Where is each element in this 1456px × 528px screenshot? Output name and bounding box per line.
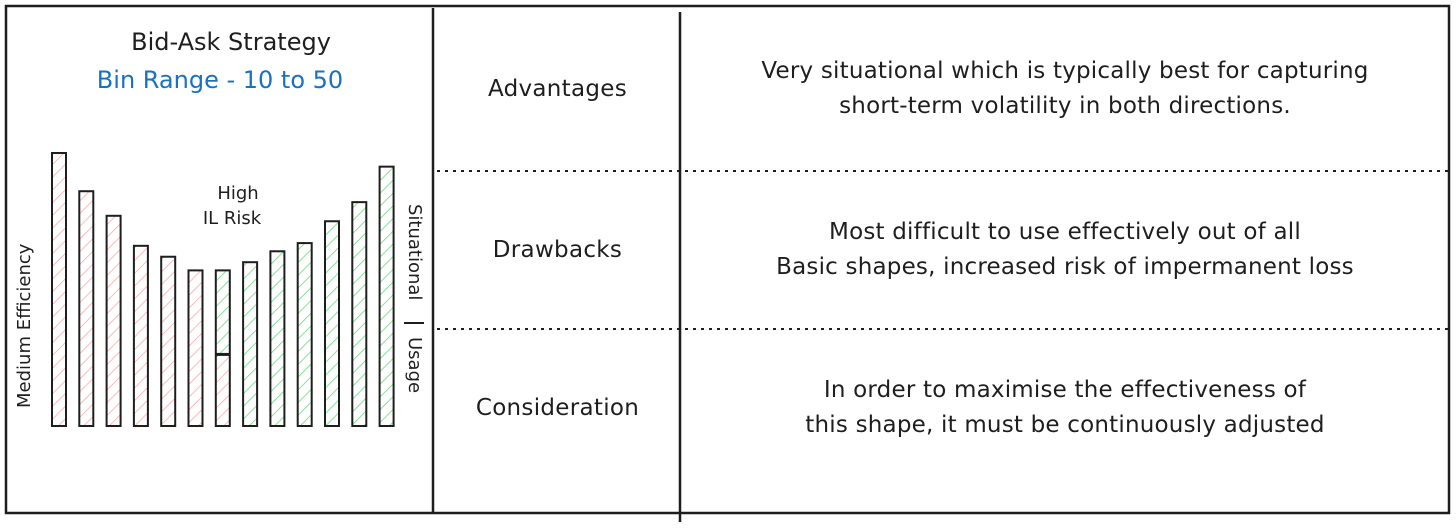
- bin-bar: [324, 220, 340, 427]
- bin-bar: [160, 255, 177, 427]
- label-situational: Situational: [404, 204, 425, 301]
- body-line: short-term volatility in both directions…: [839, 92, 1291, 119]
- bin-outline: [132, 244, 149, 427]
- row-body-consideration: In order to maximise the effectiveness o…: [684, 331, 1446, 485]
- body-line: Very situational which is typically best…: [761, 57, 1369, 84]
- bin-outline: [296, 242, 313, 427]
- row-body-advantages: Very situational which is typically best…: [684, 8, 1446, 169]
- bin-bar-green-part: [215, 270, 230, 355]
- bin-bar: [351, 201, 368, 427]
- body-line: this shape, it must be continuously adju…: [805, 412, 1325, 438]
- bin-bar: [378, 165, 395, 427]
- body-line: In order to maximise the effectiveness o…: [823, 377, 1307, 403]
- bin-bar: [78, 190, 95, 427]
- bin-outline: [324, 220, 340, 427]
- bin-bar: [242, 261, 259, 428]
- row-body-drawbacks: Most difficult to use effectively out of…: [684, 173, 1446, 327]
- bin-outline: [187, 269, 204, 428]
- bin-outline: [378, 165, 395, 427]
- bin-bars: [51, 152, 395, 428]
- label-usage: Usage: [404, 337, 425, 394]
- bin-outline: [269, 250, 286, 427]
- outer-border: [4, 4, 1451, 515]
- bin-outline: [160, 255, 177, 427]
- bin-outline: [242, 261, 259, 428]
- bin-bar: [105, 214, 122, 427]
- figure-subtitle: Bin Range - 10 to 50: [96, 66, 344, 94]
- bin-bar: [269, 250, 286, 427]
- bin-outline: [214, 269, 231, 428]
- bin-bar-red-part: [215, 354, 230, 426]
- bin-bar: [214, 269, 231, 428]
- label-separator: [404, 322, 424, 324]
- note-high: High: [215, 183, 261, 204]
- body-line: Most difficult to use effectively out of…: [829, 219, 1301, 245]
- row-header-drawbacks: Drawbacks: [492, 237, 623, 263]
- figure-title: Bid-Ask Strategy: [131, 28, 331, 56]
- row-header-advantages: Advantages: [487, 75, 628, 102]
- bin-outline: [105, 214, 122, 427]
- bin-bar: [187, 269, 204, 428]
- row-header-consideration: Consideration: [475, 395, 640, 421]
- bin-bar: [132, 244, 149, 427]
- bin-bar: [296, 242, 313, 427]
- bin-outline: [51, 152, 67, 427]
- bin-outline: [78, 190, 95, 427]
- bin-bar: [51, 152, 67, 427]
- bin-outline: [351, 201, 368, 427]
- label-medium-efficiency: Medium Efficiency: [14, 243, 35, 408]
- body-line: Basic shapes, increased risk of imperman…: [776, 254, 1354, 280]
- note-il-risk: IL Risk: [200, 208, 264, 229]
